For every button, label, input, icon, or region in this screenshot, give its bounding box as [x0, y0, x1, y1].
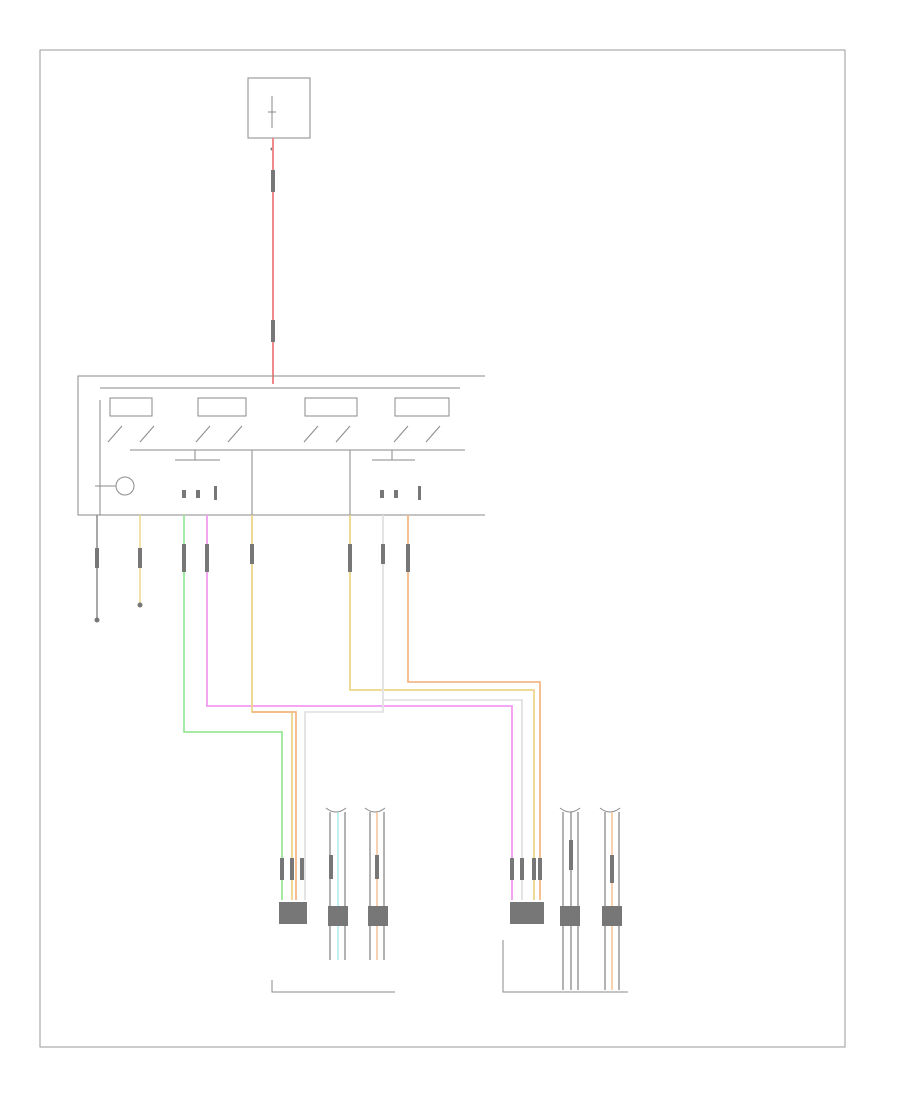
right-motor-a-icon — [559, 807, 581, 813]
left-connector-block — [279, 902, 307, 924]
left-conn-1 — [280, 858, 284, 880]
right-mirror-assembly — [502, 807, 628, 993]
switch-select-right — [372, 450, 415, 461]
fuse-symbol — [268, 96, 276, 128]
wire-green — [183, 515, 283, 900]
wire-label-yellow-right — [348, 544, 352, 572]
left-wire-label-a — [329, 855, 333, 879]
indicator-lamp-icon — [115, 476, 135, 496]
terminal-1 — [182, 490, 186, 498]
left-wire-label-b — [375, 855, 379, 879]
fuse-box — [247, 77, 311, 151]
left-mirror-outline — [271, 980, 395, 993]
right-wire-label-a — [569, 840, 573, 870]
switch-up-contacts — [107, 425, 155, 443]
ground-point-2 — [137, 602, 143, 608]
wire-orange-right — [407, 515, 541, 900]
right-wire-label-b — [610, 855, 614, 883]
right-connector-block — [510, 902, 544, 924]
terminal-2 — [196, 490, 200, 498]
wire-label-green — [182, 544, 186, 572]
left-conn-3 — [300, 858, 304, 880]
right-conn-1 — [510, 858, 514, 880]
switch-group-up — [107, 397, 155, 443]
wire-label-gray — [381, 544, 385, 564]
wire-yellow-right — [349, 515, 535, 900]
mirror-switch-unit — [77, 375, 485, 516]
wire-label-pink — [205, 544, 209, 572]
switch-down-box — [197, 397, 247, 417]
wire-yellow-left — [251, 515, 293, 900]
switch-up-box — [109, 397, 153, 417]
terminal-4 — [380, 490, 384, 498]
switch-select-left — [175, 450, 220, 461]
switch-unit-outline — [77, 375, 485, 516]
wire-label-yellow-left — [250, 544, 254, 564]
switch-group-down — [195, 397, 247, 443]
left-connector-a — [328, 906, 348, 926]
left-mirror-assembly — [271, 807, 395, 993]
fuse-box-outline — [247, 77, 311, 139]
right-conn-3 — [532, 858, 536, 880]
switch-left-box — [304, 397, 358, 417]
right-connector-b — [602, 906, 622, 926]
left-conn-2 — [290, 858, 294, 880]
terminal-3 — [214, 486, 217, 500]
wire-label-red-top — [271, 170, 275, 192]
left-motor-a-icon — [325, 807, 347, 813]
wire-label-orange-right — [406, 544, 410, 572]
right-conn-4 — [538, 858, 542, 880]
wire-label-ground-2 — [138, 548, 142, 568]
wire-gray-left — [304, 515, 384, 900]
switch-group-left — [303, 397, 358, 443]
ground-wires — [94, 515, 143, 623]
switch-left-contacts — [303, 425, 351, 443]
left-connector-b — [368, 906, 388, 926]
right-conn-2 — [520, 858, 524, 880]
wire-label-red-bottom — [271, 320, 275, 342]
right-motor-b-icon — [599, 807, 621, 813]
wire-labels-upper — [182, 544, 410, 572]
signal-wires — [183, 515, 541, 900]
ground-point-1 — [94, 617, 100, 623]
right-mirror-outline — [502, 940, 628, 993]
switch-right-contacts — [393, 425, 441, 443]
switch-right-box — [394, 397, 450, 417]
terminal-5 — [394, 490, 398, 498]
wire-orange-left — [252, 711, 297, 900]
left-motor-b-icon — [364, 807, 386, 813]
terminal-6 — [418, 486, 421, 500]
wire-label-ground-1 — [95, 548, 99, 568]
switch-group-right — [393, 397, 450, 443]
page-frame — [39, 49, 846, 1048]
wire-gray-right — [383, 699, 523, 900]
switch-down-contacts — [195, 425, 243, 443]
wire-pink — [206, 515, 513, 900]
right-connector-a — [560, 906, 580, 926]
